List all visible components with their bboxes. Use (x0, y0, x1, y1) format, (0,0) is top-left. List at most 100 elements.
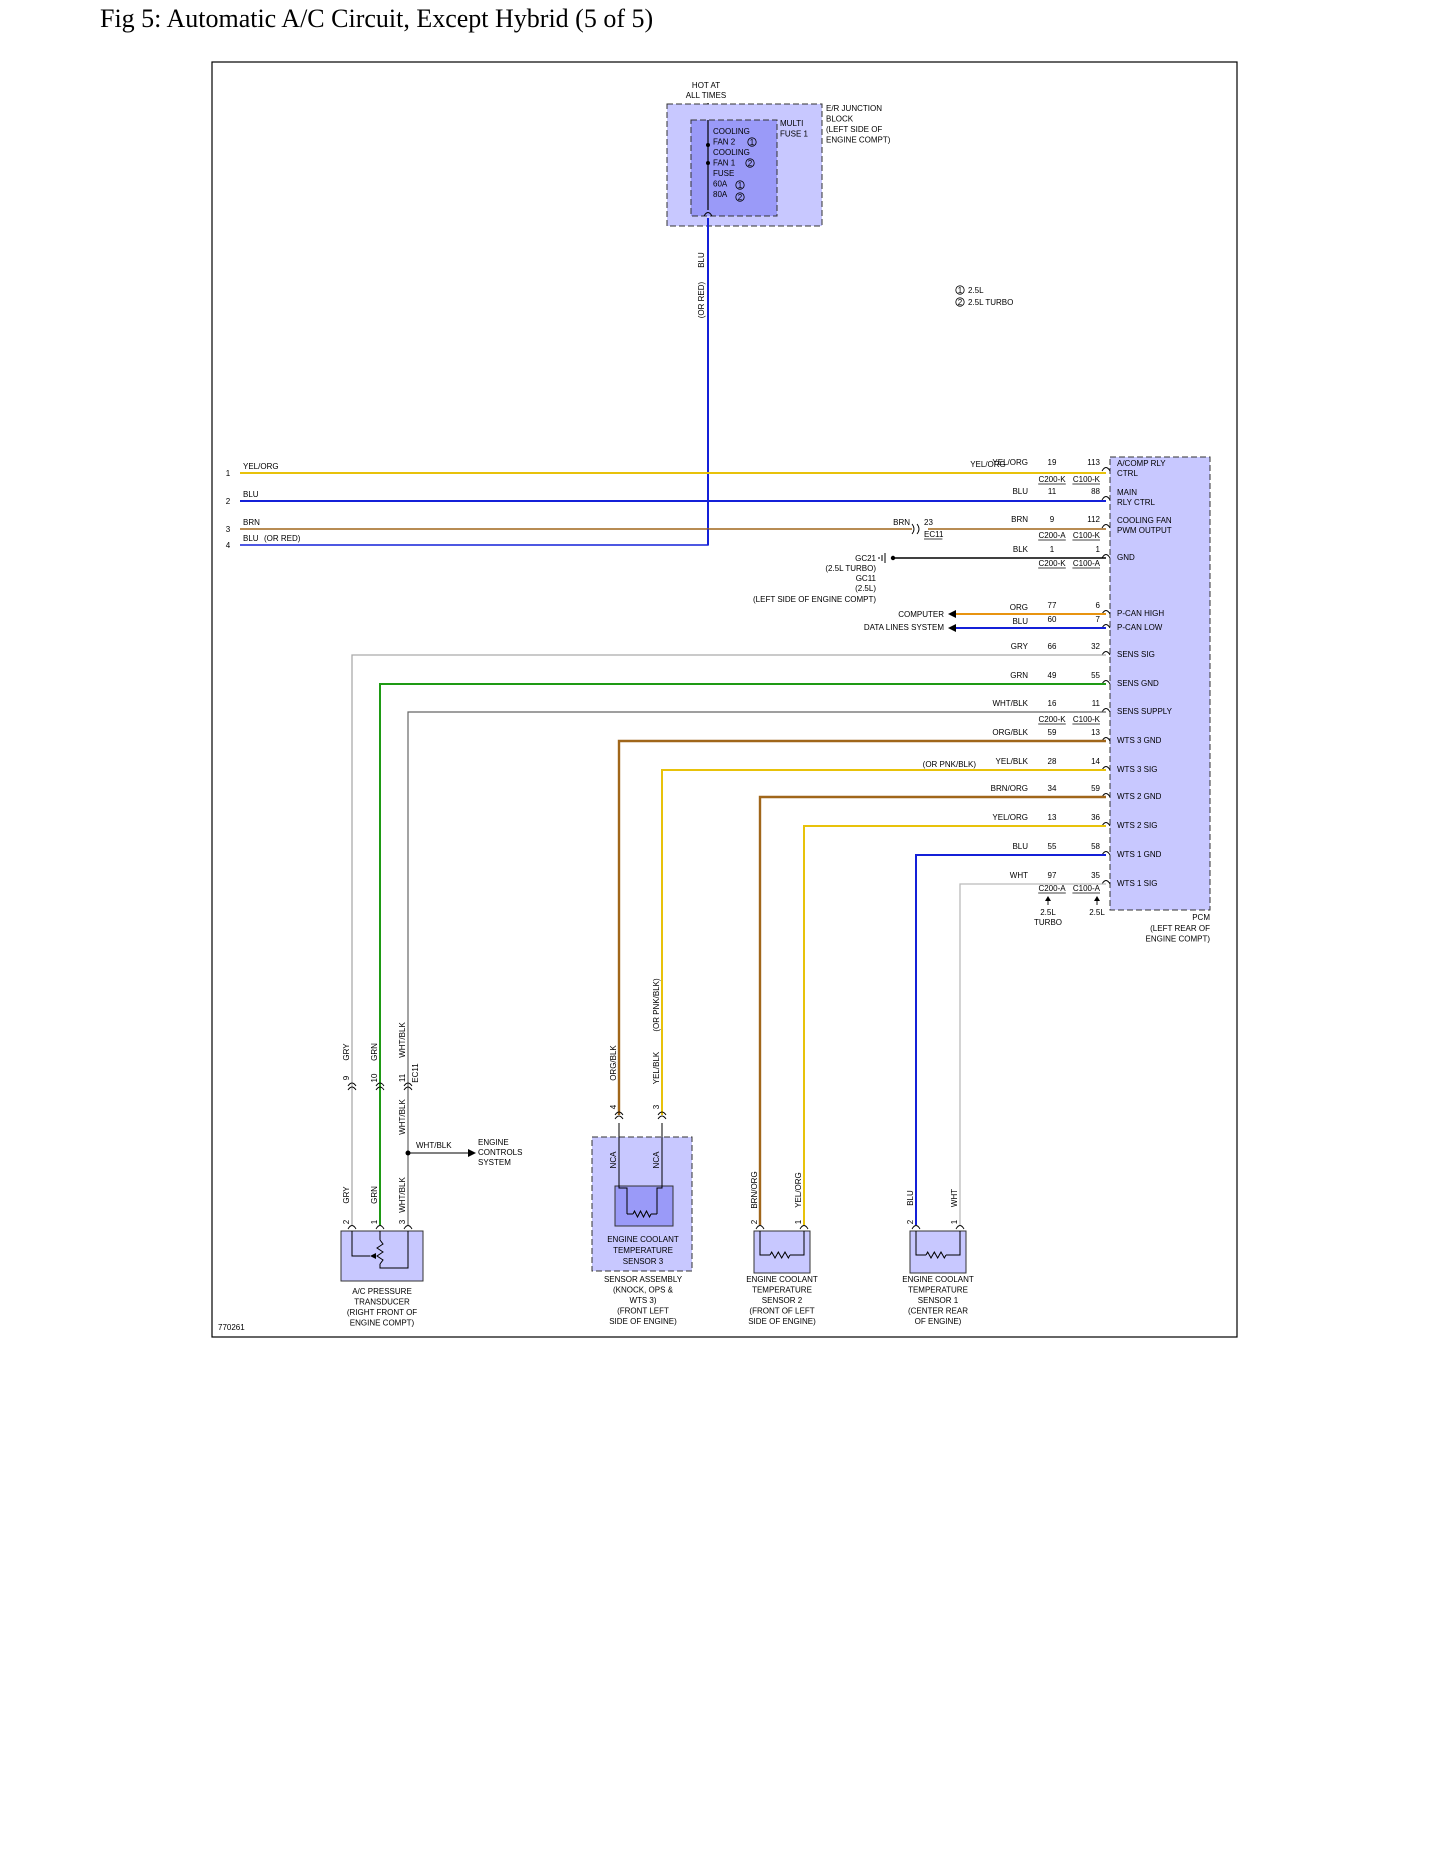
pcm-location: ENGINE COMPT) (1146, 935, 1211, 944)
pcm-pin-terminal-icon (1101, 708, 1111, 713)
c200-pin-number: 9 (1050, 515, 1055, 524)
fuse-label: COOLING (713, 127, 750, 136)
vertical-wire-label: WHT/BLK (398, 1099, 407, 1135)
component-pin-terminal-icon (911, 1225, 921, 1230)
ect-sensor-1 (909, 1230, 967, 1274)
potentiometer-icon (376, 1239, 384, 1265)
variant-note: 2.5L (1089, 908, 1105, 917)
pcm-location: (LEFT REAR OF (1150, 924, 1210, 933)
riser-alt-label: (OR RED) (697, 281, 706, 318)
pcm-pin-terminal-icon (1101, 524, 1111, 529)
transducer-internal (351, 1231, 370, 1257)
arrow-right-icon (468, 1149, 476, 1157)
component-label: SENSOR 2 (762, 1296, 803, 1305)
variant-arrow-icon (1094, 896, 1100, 901)
pcm-pin-terminal-icon (1101, 624, 1111, 629)
connector-ec11: EC11 (924, 530, 944, 539)
pcm-pin-terminal-icon (1101, 610, 1111, 615)
inline-connector-icon (375, 1082, 385, 1091)
pcm-wire-label: WHT (1010, 871, 1028, 880)
pcm-pin-terminal-icon (1101, 766, 1111, 771)
arrow-left-icon (948, 610, 956, 618)
wts3-sig-alt-label: (OR PNK/BLK) (923, 760, 977, 769)
c200-pin-number: 97 (1048, 871, 1057, 880)
fuse-label: 80A (713, 190, 728, 199)
component-label: TEMPERATURE (752, 1286, 812, 1295)
pcm-pin-function: GND (1117, 553, 1135, 562)
c200-pin-number: 55 (1048, 842, 1057, 851)
fuse-variant-circle (747, 137, 757, 147)
c100-pin-number: 59 (1091, 784, 1100, 793)
pcm-wire-label: BLK (1013, 545, 1029, 554)
pcm-wire-label: BLU (1012, 487, 1028, 496)
fuse-variant-circle-number: 2 (748, 159, 753, 168)
pcm-pin-function: P-CAN HIGH (1117, 609, 1164, 618)
inline-pin-number: 3 (652, 1104, 661, 1109)
component-pin-number: 1 (950, 1219, 959, 1224)
thermistor-icon (769, 1250, 791, 1260)
pcm-pin-function: WTS 1 SIG (1117, 879, 1157, 888)
pcm-pin-function: WTS 2 GND (1117, 792, 1162, 801)
fuse-label: COOLING (713, 148, 750, 157)
component-label: SENSOR 1 (918, 1296, 959, 1305)
component-pin-number: 2 (906, 1219, 915, 1224)
ground-splice (890, 555, 896, 561)
inline-brn-label: BRN (893, 518, 910, 527)
component-pin-number: 2 (750, 1219, 759, 1224)
pcm-name: PCM (1192, 913, 1210, 922)
pcm-wire-label: BRN/ORG (991, 784, 1028, 793)
riser-wire-label: BLU (697, 252, 706, 268)
fuse-switch-dot (706, 143, 710, 147)
component-label: (CENTER REAR (908, 1307, 968, 1316)
vertical-wire-label: GRY (342, 1043, 351, 1061)
component-pin-terminal-icon (955, 1225, 965, 1230)
computer-data-label: COMPUTER (898, 610, 944, 619)
fuse-variant-circle-number: 2 (738, 193, 743, 202)
c200-pin-number: 66 (1048, 642, 1057, 651)
vertical-wire-label: GRY (342, 1186, 351, 1204)
connector-c100k: C100-K (1073, 715, 1101, 724)
vertical-wire-label: ORG/BLK (609, 1045, 618, 1081)
inline-connector-icon (614, 1111, 624, 1120)
vertical-wire-label: GRN (370, 1186, 379, 1204)
vertical-wire-label: YEL/BLK (652, 1051, 661, 1084)
component-pin-number: 1 (370, 1219, 379, 1224)
wts3-internal (618, 1123, 628, 1214)
arrow-left-icon (948, 624, 956, 632)
c100-pin-number: 36 (1091, 813, 1100, 822)
component-label: (RIGHT FRONT OF (347, 1308, 417, 1317)
wire-brn-org-wts2-gnd (758, 795, 1106, 1225)
fuse-variant-circle (745, 158, 755, 168)
inline-pin-number: 11 (398, 1073, 407, 1082)
component-label: A/C PRESSURE (352, 1287, 412, 1296)
c200-pin-number: 60 (1048, 615, 1057, 624)
component-label: TRANSDUCER (354, 1298, 410, 1307)
pcm-pin-terminal-icon (1101, 822, 1111, 827)
vertical-wire-label: WHT/BLK (398, 1022, 407, 1058)
pcm-wire-label: YEL/ORG (970, 460, 1006, 469)
inline-connector-icon (347, 1082, 357, 1091)
vertical-wire-label: WHT/BLK (398, 1177, 407, 1213)
pcm-pin-terminal-icon (1101, 680, 1111, 685)
fuse-variant-circle (735, 180, 745, 190)
wire-gry-sens-sig (351, 654, 1106, 1225)
figure-title: Fig 5: Automatic A/C Circuit, Except Hyb… (100, 4, 654, 33)
component-pin-number: 3 (398, 1219, 407, 1224)
c200-pin-number: 11 (1048, 487, 1057, 496)
figure-id: 770261 (218, 1323, 245, 1332)
component-pin-number: 1 (794, 1219, 803, 1224)
c100-pin-number: 58 (1091, 842, 1100, 851)
component-inner-label: SENSOR 3 (623, 1257, 664, 1266)
component-pin-terminal-icon (347, 1225, 357, 1230)
multi-fuse-label: MULTI (780, 119, 803, 128)
fuse-variant-circle (735, 192, 745, 202)
vertical-wire-label: (OR PNK/BLK) (652, 978, 661, 1032)
pcm-wire-label: BLU (1012, 842, 1028, 851)
pcm-pin-terminal-icon (1101, 467, 1111, 472)
c100-pin-number: 14 (1091, 757, 1100, 766)
c200-pin-number: 34 (1048, 784, 1057, 793)
pcm-pin-function: WTS 3 SIG (1117, 765, 1157, 774)
pcm-pin-function: P-CAN LOW (1117, 623, 1163, 632)
ecs-label: SYSTEM (478, 1158, 511, 1167)
